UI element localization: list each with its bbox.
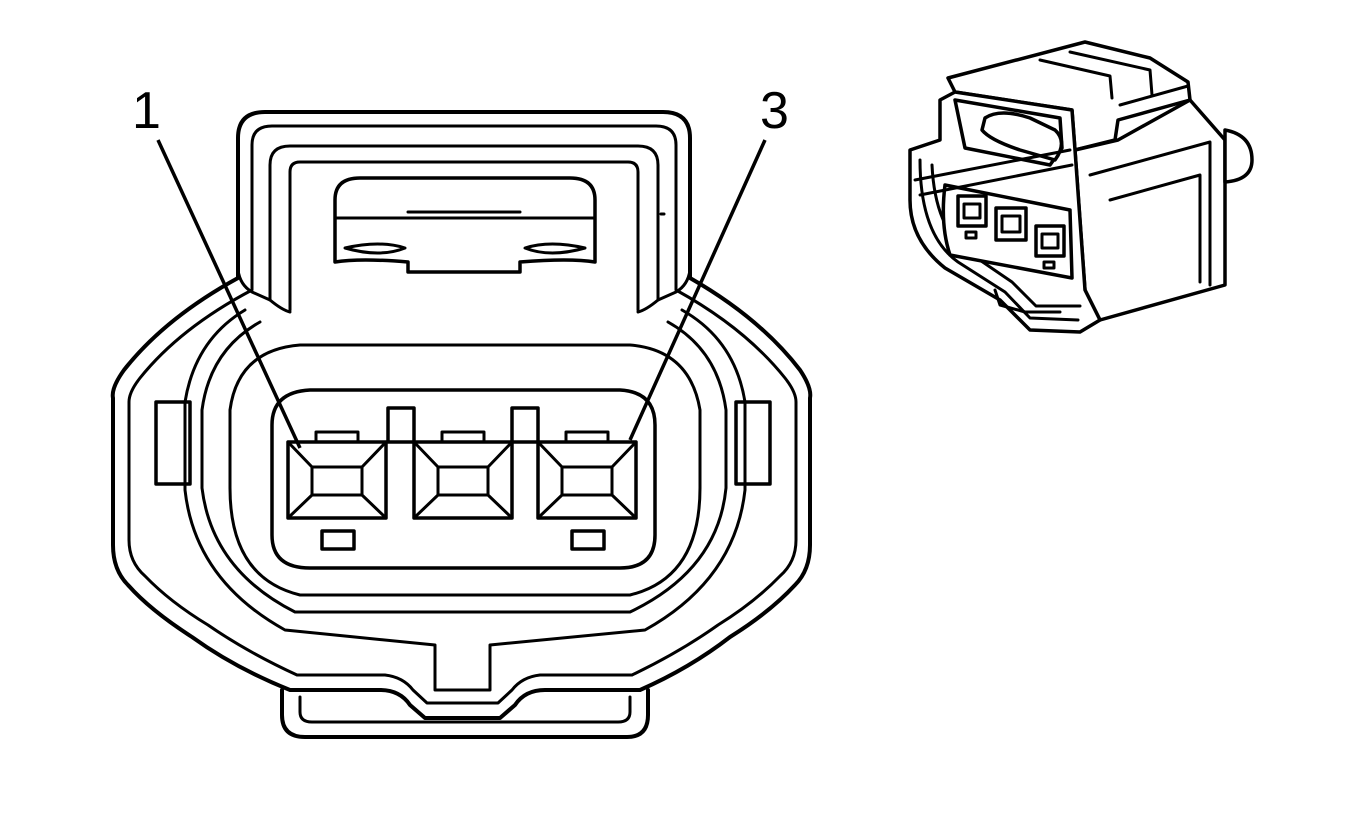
callout-pin-1: 1 — [132, 82, 161, 140]
side-ear-left — [154, 400, 192, 486]
housing-outer — [110, 110, 813, 720]
iso-front-rim — [918, 158, 1080, 322]
iso-cavity-1 — [956, 194, 988, 228]
shroud-ring-middle — [200, 320, 728, 614]
connector-face-icon — [110, 110, 813, 739]
latch-tongue-lens-left — [343, 242, 407, 255]
key-left — [386, 406, 416, 444]
connector-isometric-icon — [908, 40, 1254, 334]
iso-top-rib-1 — [1038, 58, 1114, 100]
key-right — [510, 406, 540, 444]
iso-top-rib-2 — [1068, 50, 1154, 97]
bottom-tab-inner — [298, 695, 632, 724]
iso-cavity-3 — [1034, 224, 1066, 258]
latch-tongue-lens-right — [523, 242, 587, 255]
iso-index-3 — [1042, 260, 1056, 270]
iso-cavity-rails — [913, 148, 1074, 197]
latch-frame-inner — [288, 160, 640, 312]
bottom-tab — [280, 688, 650, 739]
iso-bottom-tab — [993, 288, 1062, 314]
housing-rim — [127, 124, 798, 705]
latch-tongue — [333, 176, 597, 274]
latch-frame — [268, 144, 660, 302]
iso-index-1 — [964, 230, 978, 240]
leader-line-3 — [628, 139, 767, 441]
leader-line-1 — [156, 139, 302, 449]
index-mark-3 — [570, 529, 606, 551]
latch-shoulder-left — [236, 268, 292, 314]
callout-pin-3: 3 — [760, 82, 789, 140]
latch-shoulder-right — [636, 268, 692, 314]
index-mark-1 — [320, 529, 356, 551]
iso-side-edge — [1088, 140, 1212, 287]
iso-side-panel — [1108, 173, 1202, 284]
shroud-ring-inner — [228, 343, 702, 597]
iso-side-peg — [1223, 128, 1254, 184]
shroud-ring-outer — [183, 308, 747, 692]
iso-top-rib-3 — [1118, 84, 1190, 107]
iso-latch-tongue — [980, 111, 1064, 162]
side-ear-right — [734, 400, 772, 486]
cavity-3 — [536, 430, 638, 520]
cavity-2 — [412, 430, 514, 520]
cavity-1 — [286, 430, 388, 520]
